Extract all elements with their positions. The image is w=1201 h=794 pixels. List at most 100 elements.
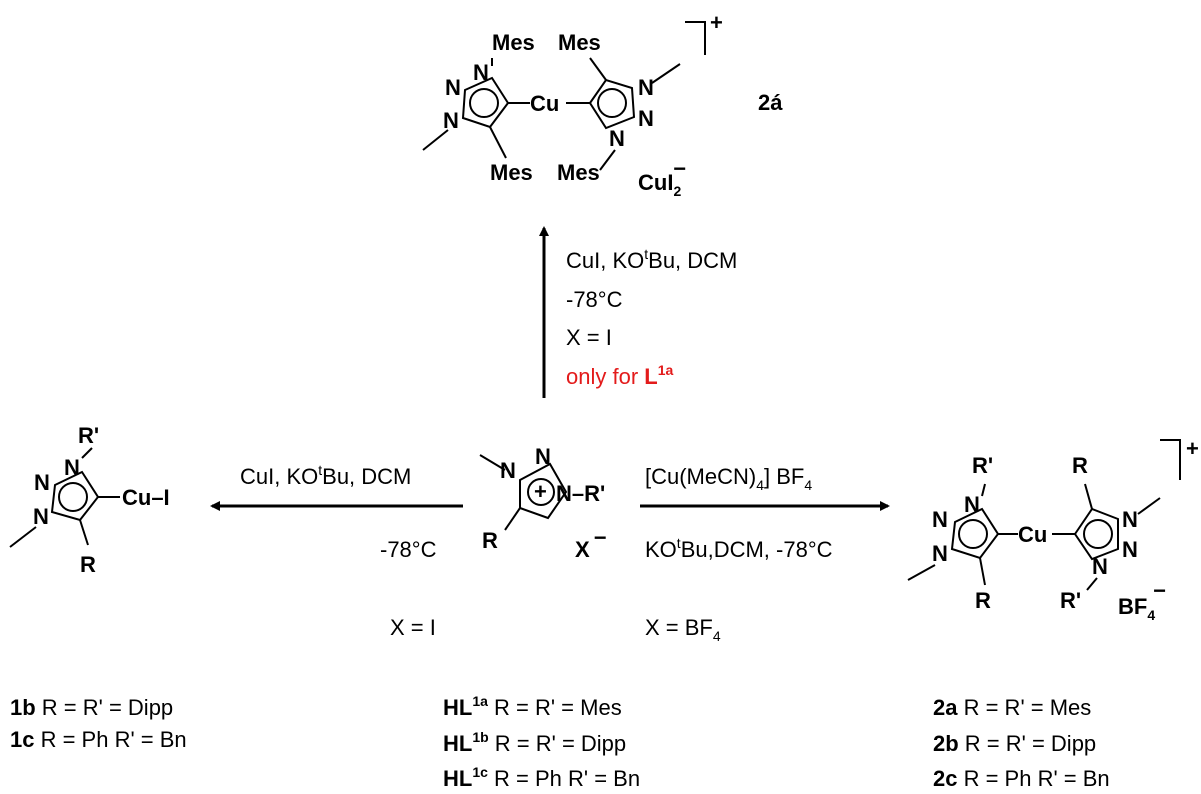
compound-id: HL bbox=[443, 695, 472, 720]
r-prime-bottom-label: R' bbox=[1060, 588, 1081, 613]
text-part: Bu, DCM bbox=[322, 464, 411, 489]
right-cond-above: [Cu(MeCN)4] BF4 bbox=[645, 464, 812, 493]
up-cond-line2: -78°C bbox=[566, 287, 623, 312]
superscript: − bbox=[594, 525, 607, 550]
superscript: − bbox=[1153, 578, 1166, 603]
legend-text: R = R' = Dipp bbox=[489, 731, 626, 756]
atom-n: N bbox=[34, 470, 50, 495]
atom-n: N bbox=[33, 504, 49, 529]
atom-n: N bbox=[445, 75, 461, 100]
r-top-label: R bbox=[1072, 453, 1088, 478]
atom-n: N bbox=[473, 60, 489, 85]
right-x-condition: X = BF4 bbox=[645, 615, 721, 644]
superscript: t bbox=[644, 246, 648, 262]
left-cond-above: CuI, KOtBu, DCM bbox=[240, 462, 411, 489]
top-left-triazole: N N N bbox=[422, 58, 530, 159]
text-part: BF bbox=[1118, 594, 1147, 619]
charge-plus: + bbox=[1186, 436, 1199, 461]
text-part: ] BF bbox=[764, 464, 804, 489]
left-x-condition: X = I bbox=[390, 615, 436, 640]
atom-n: N bbox=[638, 75, 654, 100]
superscript: 1b bbox=[472, 729, 488, 745]
subscript: 4 bbox=[1147, 607, 1155, 623]
r-prime-label: R' bbox=[78, 423, 99, 448]
text-part: only for bbox=[566, 364, 644, 389]
legend-center: HL1a R = R' = Mes HL1b R = R' = Dipp HL1… bbox=[443, 693, 640, 791]
aromatic-circle bbox=[1083, 519, 1113, 549]
atom-n: N bbox=[1122, 507, 1138, 532]
metal-label: Cu bbox=[530, 91, 559, 116]
text-part: CuI, KO bbox=[240, 464, 318, 489]
right-cond-below: KOtBu,DCM, -78°C bbox=[645, 535, 833, 562]
cu-i-label: Cu–I bbox=[122, 485, 170, 510]
atom-n: N bbox=[609, 126, 625, 151]
legend-row: HL1b R = R' = Dipp bbox=[443, 729, 626, 756]
compound-id: HL bbox=[443, 766, 472, 791]
atom-n: N bbox=[964, 492, 980, 517]
text-part: [Cu(MeCN) bbox=[645, 464, 756, 489]
subscript: 4 bbox=[804, 477, 812, 493]
metal-label: Cu bbox=[1018, 522, 1047, 547]
up-cond-line3: X = I bbox=[566, 325, 612, 350]
n-r-prime-label: N–R' bbox=[556, 481, 605, 506]
r-prime-top-label: R' bbox=[972, 453, 993, 478]
atom-n: N bbox=[638, 106, 654, 131]
legend-row: 2c R = Ph R' = Bn bbox=[933, 766, 1110, 791]
mes-label: Mes bbox=[490, 160, 533, 185]
center-triazolium: + N N N–R' R X− bbox=[479, 444, 607, 562]
compound-id: 2a bbox=[933, 695, 958, 720]
counterion-text: CuI bbox=[638, 170, 673, 195]
legend-row: 2b R = R' = Dipp bbox=[933, 731, 1096, 756]
compound-id: 1b bbox=[10, 695, 36, 720]
compound-id: HL bbox=[443, 731, 472, 756]
r-label: R bbox=[80, 552, 96, 577]
aromatic-circle bbox=[469, 88, 499, 118]
mes-label: Mes bbox=[558, 30, 601, 55]
plus-sign: + bbox=[534, 479, 547, 504]
mes-label: Mes bbox=[557, 160, 600, 185]
legend-row: 2a R = R' = Mes bbox=[933, 695, 1091, 720]
text-part: X bbox=[575, 537, 590, 562]
charge-plus: + bbox=[710, 10, 723, 35]
aromatic-circle bbox=[958, 519, 988, 549]
atom-n: N bbox=[535, 444, 551, 469]
up-cond-line1: CuI, KOtBu, DCM bbox=[566, 246, 737, 273]
plus-circle bbox=[527, 478, 555, 506]
legend-row: HL1a R = R' = Mes bbox=[443, 693, 622, 720]
legend-text: R = R' = Mes bbox=[957, 695, 1091, 720]
atom-n: N bbox=[1122, 537, 1138, 562]
counterion: CuI2− bbox=[638, 156, 686, 199]
subscript: 4 bbox=[713, 628, 721, 644]
superscript: t bbox=[318, 462, 322, 478]
compound-id: 1c bbox=[10, 727, 34, 752]
legend-text: R = Ph R' = Bn bbox=[488, 766, 640, 791]
charge-bracket bbox=[685, 21, 706, 55]
superscript: 1a bbox=[472, 693, 488, 709]
atom-n: N bbox=[500, 458, 516, 483]
superscript: 1a bbox=[658, 362, 674, 378]
aromatic-circle bbox=[597, 88, 627, 118]
legend-text: R = R' = Dipp bbox=[36, 695, 173, 720]
text-part: Bu, DCM bbox=[648, 248, 737, 273]
atom-n: N bbox=[932, 507, 948, 532]
superscript: t bbox=[677, 535, 681, 551]
atom-n: N bbox=[443, 108, 459, 133]
left-complex: N N N R' R Cu–I bbox=[9, 423, 170, 577]
counterion: BF4 − bbox=[1118, 578, 1166, 623]
subscript: 4 bbox=[756, 477, 764, 493]
text-part: L bbox=[644, 364, 657, 389]
atom-n: N bbox=[1092, 554, 1108, 579]
left-cond-below: -78°C bbox=[380, 537, 437, 562]
text-part: KO bbox=[645, 537, 677, 562]
superscript: 1c bbox=[472, 764, 488, 780]
anion-label: X− bbox=[575, 525, 607, 562]
compound-id: 2c bbox=[933, 766, 957, 791]
text-part: X = BF bbox=[645, 615, 713, 640]
up-arrow-conditions: CuI, KOtBu, DCM -78°C X = I only for L1a bbox=[566, 246, 737, 389]
legend-text: R = Ph R' = Bn bbox=[957, 766, 1109, 791]
top-complex: N N N Mes Mes Cu N N N Mes Mes + 2á bbox=[422, 10, 783, 199]
text-part: CuI, KO bbox=[566, 248, 644, 273]
legend-text: R = R' = Dipp bbox=[959, 731, 1096, 756]
